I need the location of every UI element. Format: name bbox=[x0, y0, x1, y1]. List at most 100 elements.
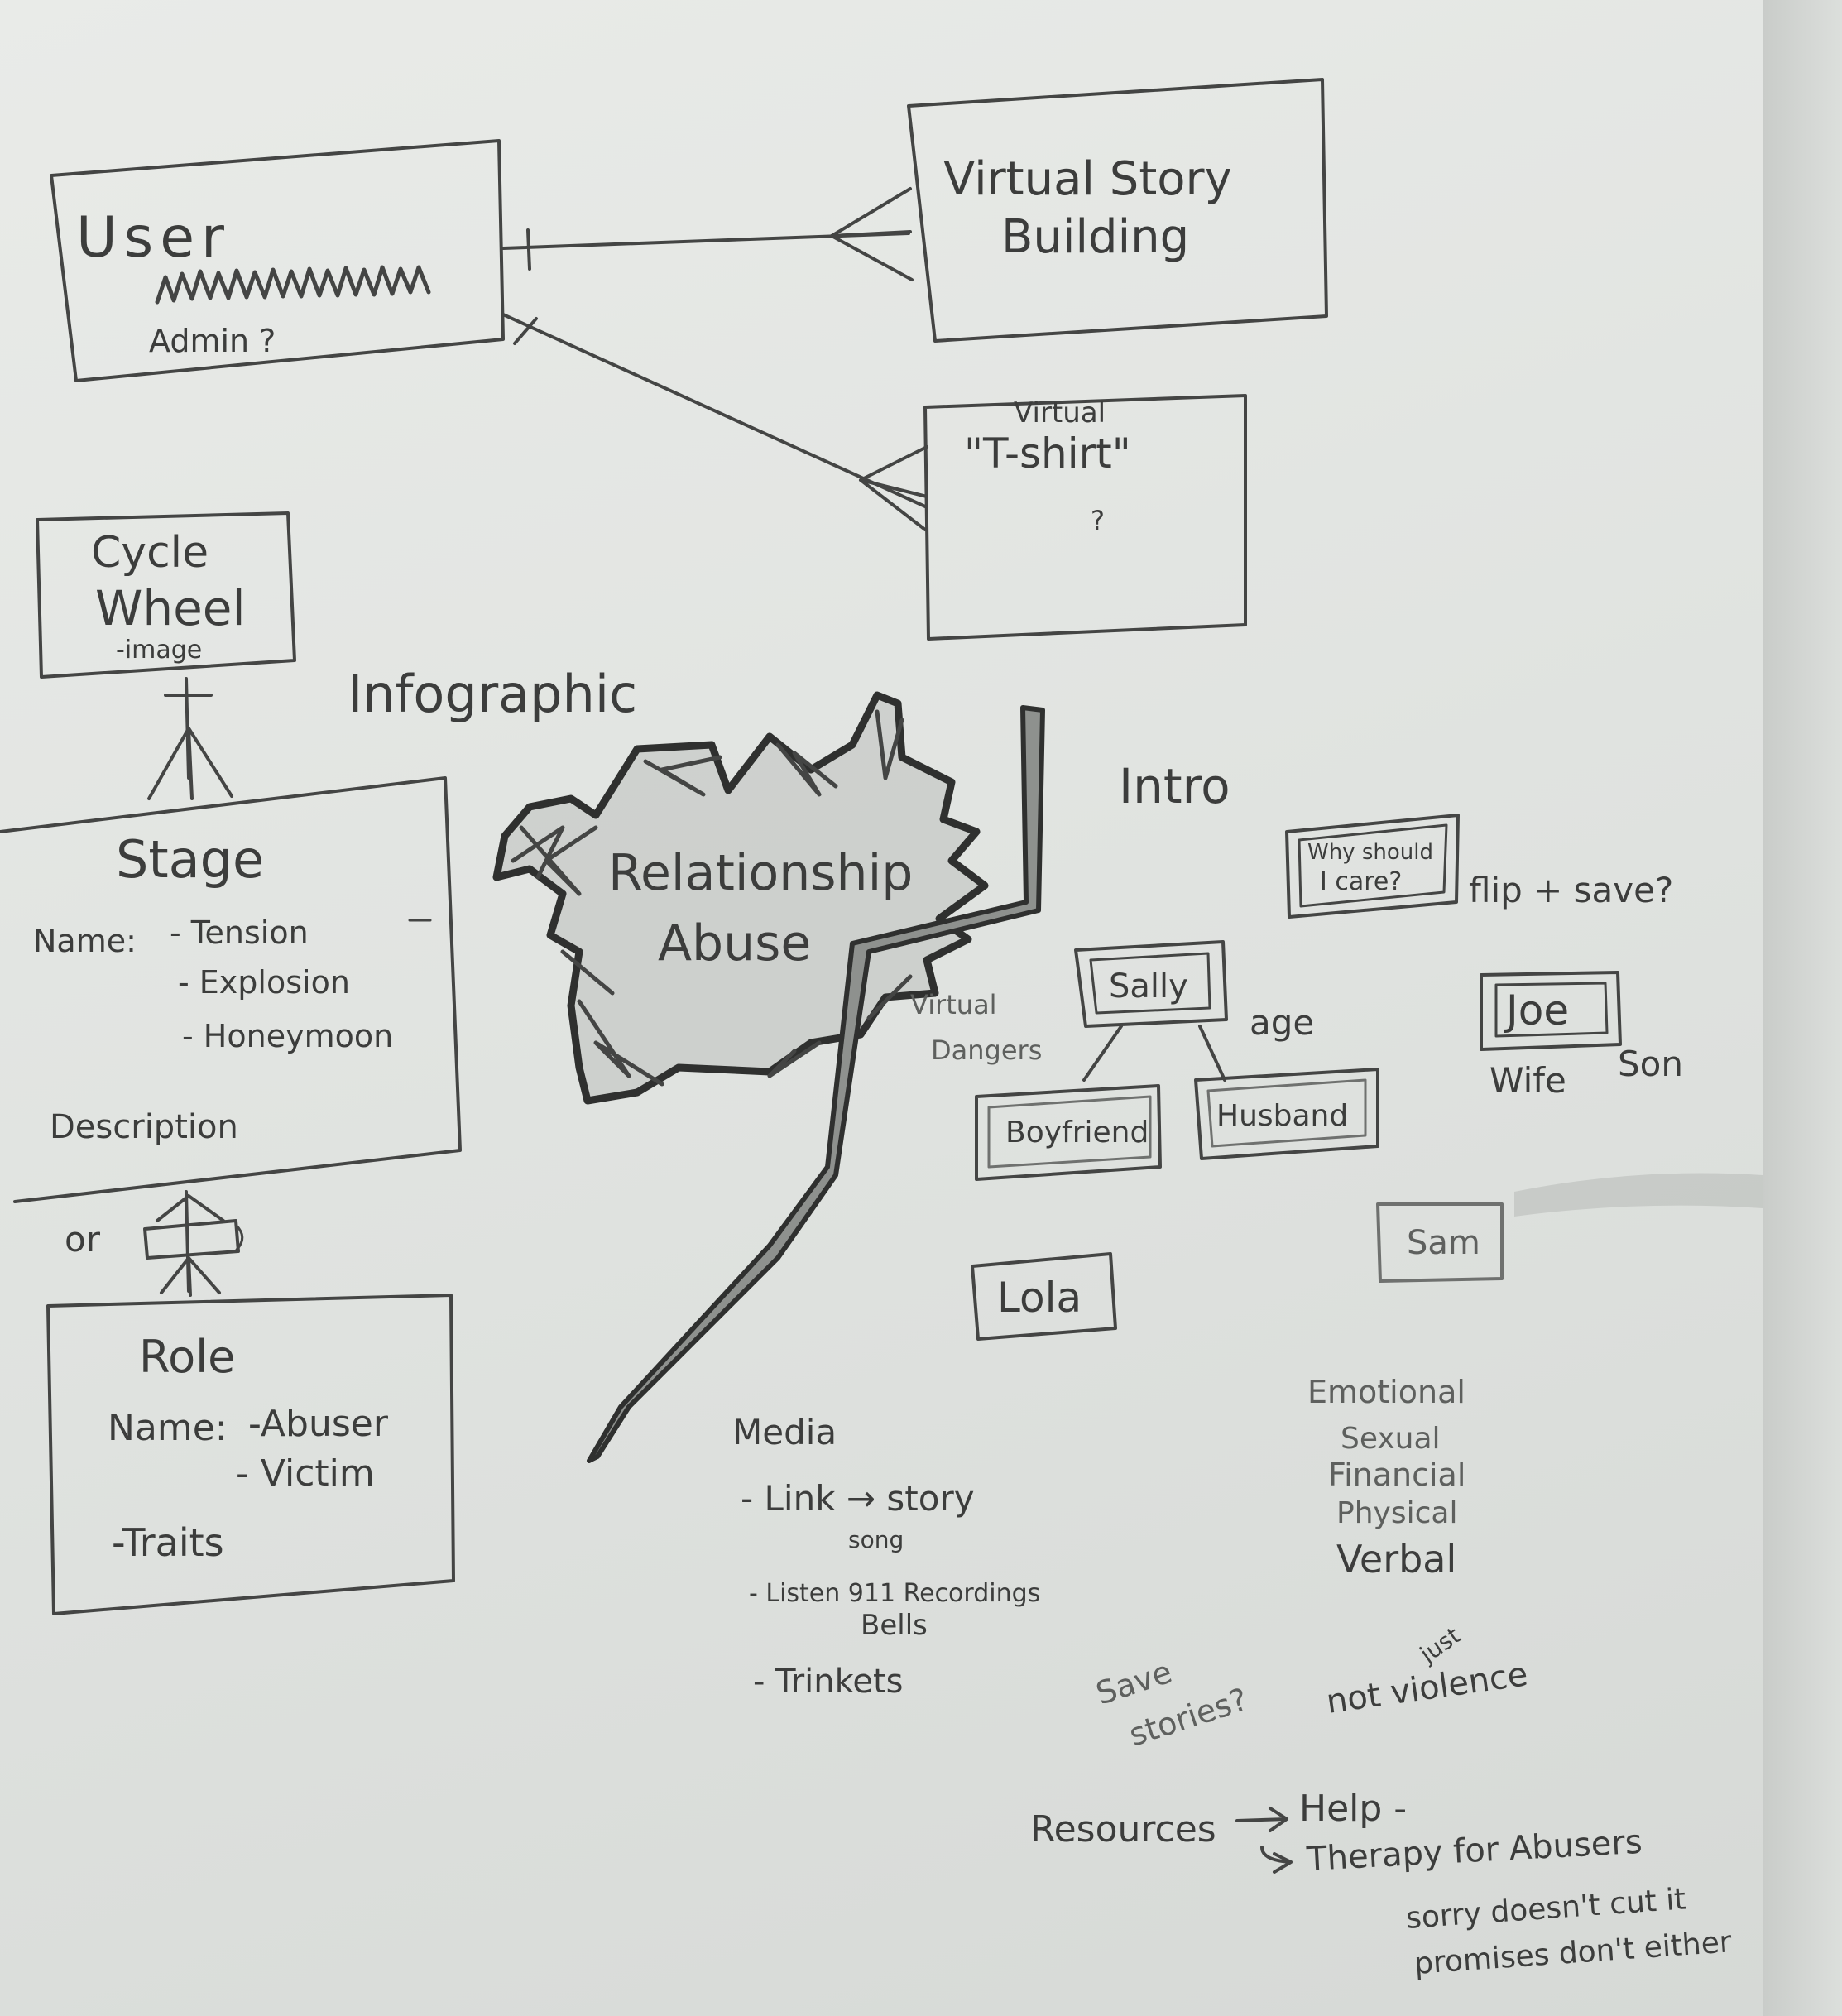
resources-label: Resources bbox=[1030, 1808, 1216, 1850]
user-story-relationship bbox=[501, 187, 914, 281]
lola-label: Lola bbox=[997, 1274, 1082, 1322]
media-item-3: - Listen 911 Recordings bbox=[749, 1579, 1040, 1608]
virtual-tshirt-line1: Virtual bbox=[1014, 396, 1106, 430]
crows-foot-mark-3 bbox=[147, 727, 233, 800]
relationship-abuse-map: Relationship Abuse bbox=[492, 691, 1045, 1463]
save-stories-line1: Save bbox=[1091, 1654, 1176, 1712]
scribble-out-mark bbox=[155, 265, 431, 305]
abuse-types-list: Emotional Sexual Financial Physical Verb… bbox=[1307, 1374, 1465, 1582]
road-path bbox=[587, 705, 1045, 1463]
joe-label: Joe bbox=[1504, 986, 1569, 1034]
sam-label: Sam bbox=[1407, 1224, 1480, 1262]
stage-title: Stage bbox=[116, 829, 264, 890]
not-violence-main: not violence bbox=[1324, 1655, 1530, 1721]
virtual-story-entity: Virtual Story Building bbox=[907, 78, 1328, 343]
role-box bbox=[46, 1294, 455, 1615]
sam-card-outer bbox=[1376, 1202, 1504, 1283]
user-note: Admin ? bbox=[149, 323, 276, 359]
flip-save-note: flip + save? bbox=[1469, 870, 1673, 910]
arrow-to-help bbox=[1235, 1807, 1288, 1832]
role-name-1: -Abuser bbox=[248, 1403, 389, 1445]
intro-label: Intro bbox=[1119, 758, 1230, 814]
arrow-to-therapy bbox=[1260, 1846, 1293, 1874]
crows-foot-mark-5 bbox=[160, 1256, 221, 1297]
virtual-story-box bbox=[907, 78, 1328, 343]
resources-quote2: promises don't either bbox=[1413, 1925, 1733, 1981]
associative-box bbox=[143, 1219, 240, 1260]
user-entity: User Admin ? bbox=[50, 139, 505, 382]
one-tick-mark bbox=[526, 228, 531, 271]
why-card-outer bbox=[1285, 814, 1460, 919]
sally-label: Sally bbox=[1109, 967, 1188, 1006]
sally-card-inner bbox=[1089, 952, 1211, 1015]
cycle-wheel-line1: Cycle bbox=[91, 528, 209, 578]
joe-card-outer bbox=[1480, 971, 1622, 1051]
cycle-wheel-box bbox=[36, 511, 296, 679]
joe-relation-wife: Wife bbox=[1489, 1060, 1566, 1101]
media-item-1: - Link → story bbox=[741, 1478, 975, 1519]
stage-box bbox=[0, 776, 462, 1203]
media-notes: Media - Link → story song - Listen 911 R… bbox=[732, 1412, 1040, 1701]
sally-branches bbox=[1082, 1025, 1226, 1082]
associative-box-curve bbox=[234, 1223, 244, 1251]
virtual-tshirt-note: ? bbox=[1091, 505, 1105, 536]
virtual-story-line2: Building bbox=[1001, 210, 1189, 264]
why-card-line1: Why should bbox=[1307, 840, 1433, 865]
role-title: Role bbox=[139, 1331, 235, 1383]
why-card-line2: I care? bbox=[1320, 867, 1402, 896]
husband-card-inner bbox=[1206, 1078, 1367, 1148]
user-title: User bbox=[76, 205, 231, 271]
resources-quote1: sorry doesn't cut it bbox=[1405, 1882, 1687, 1936]
tick-mark bbox=[513, 317, 538, 345]
media-item-5: - Trinkets bbox=[753, 1663, 903, 1701]
smudge-mark bbox=[1514, 1173, 1763, 1217]
map-shading bbox=[511, 709, 913, 1087]
resources-therapy: Therapy for Abusers bbox=[1305, 1823, 1643, 1879]
stage-name-2: - Explosion bbox=[178, 964, 350, 1001]
joe-card: Joe Wife Son bbox=[1480, 971, 1683, 1101]
lola-card: Lola bbox=[971, 1252, 1117, 1341]
user-tshirt-relationship bbox=[501, 313, 928, 531]
crows-foot-mark-2 bbox=[859, 445, 928, 531]
joe-relation-son: Son bbox=[1618, 1044, 1683, 1084]
role-traits: -Traits bbox=[112, 1520, 224, 1565]
boyfriend-card-inner bbox=[987, 1095, 1152, 1169]
role-entity: Role Name: -Abuser - Victim -Traits bbox=[46, 1294, 455, 1615]
boyfriend-card-outer bbox=[975, 1084, 1162, 1181]
stage-name-3: - Honeymoon bbox=[182, 1018, 393, 1054]
virtual-tshirt-box bbox=[923, 394, 1247, 641]
abuse-type-3: Financial bbox=[1328, 1457, 1465, 1493]
age-note: age bbox=[1250, 1002, 1314, 1043]
resources-help: Help - bbox=[1299, 1788, 1407, 1830]
why-card-inner bbox=[1298, 823, 1448, 908]
sally-card-outer bbox=[1074, 940, 1228, 1028]
husband-card-outer bbox=[1194, 1068, 1379, 1160]
role-name-label: Name: bbox=[108, 1407, 228, 1449]
map-title-line1: Relationship bbox=[608, 844, 913, 902]
boyfriend-label: Boyfriend bbox=[1005, 1116, 1149, 1150]
cycle-wheel-entity: Cycle Wheel -image bbox=[36, 511, 296, 679]
or-label: or bbox=[65, 1219, 101, 1260]
lola-card-outer bbox=[971, 1252, 1117, 1341]
media-item-4: Bells bbox=[861, 1609, 928, 1642]
abuse-type-4: Physical bbox=[1336, 1496, 1457, 1530]
save-stories-note: Save stories? bbox=[1091, 1654, 1252, 1754]
stage-name-1: - Tension bbox=[170, 914, 309, 951]
crows-foot-mark-4 bbox=[156, 1194, 225, 1222]
abuse-type-1: Emotional bbox=[1307, 1374, 1465, 1410]
sam-card: Sam bbox=[1376, 1173, 1763, 1283]
abuse-type-5: Verbal bbox=[1336, 1537, 1456, 1582]
resources-notes: Resources Help - Therapy for Abusers sor… bbox=[1030, 1788, 1733, 1981]
abuse-type-2: Sexual bbox=[1341, 1422, 1441, 1456]
stage-entity: Stage Name: - Tension - Explosion - Hone… bbox=[0, 776, 462, 1203]
cycle-wheel-note: -image bbox=[116, 636, 202, 665]
relationship-line-2 bbox=[501, 313, 927, 508]
joe-card-inner bbox=[1494, 982, 1609, 1038]
stage-name-label: Name: bbox=[33, 923, 137, 959]
virtual-tshirt-entity: Virtual "T-shirt" ? bbox=[923, 394, 1247, 641]
husband-label: Husband bbox=[1216, 1099, 1348, 1133]
sally-character-tree: Sally Virtual Dangers age Boyfriend Husb… bbox=[910, 940, 1379, 1181]
virtual-dangers-line1: Virtual bbox=[910, 989, 997, 1020]
role-name-2: - Victim bbox=[236, 1452, 375, 1495]
